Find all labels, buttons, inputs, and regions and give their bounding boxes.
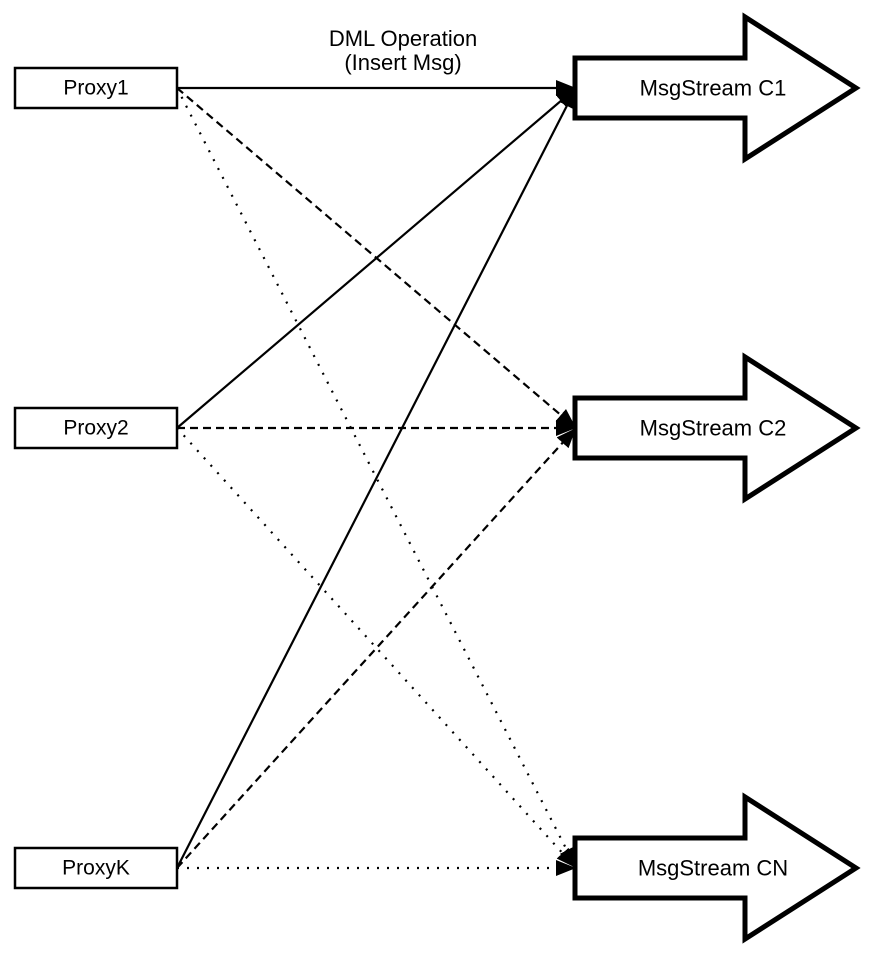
proxyk-label: ProxyK: [62, 857, 130, 880]
annotation-line1: DML Operation: [329, 26, 477, 51]
msgstream-cn-shape: [572, 792, 861, 944]
proxy1-label: Proxy1: [63, 77, 128, 100]
proxy-node-1: Proxy1: [13, 66, 179, 110]
connections-dashed-to-c2: [176, 87, 577, 869]
msgstream-c1-shape: [572, 12, 861, 164]
proxy-node-k: ProxyK: [13, 846, 179, 890]
connection-line-proxyk-c1: [176, 87, 577, 869]
stream-arrow-c1: MsgStream C1: [572, 12, 861, 164]
connections-dotted-to-cn: [176, 87, 577, 876]
connection-line-proxy2-cn: [176, 427, 577, 869]
proxy2-label: Proxy2: [63, 417, 128, 440]
proxyk-box: [13, 846, 179, 890]
connection-line-proxy1-cn: [176, 87, 577, 869]
proxy1-box: [13, 66, 179, 110]
stream-arrow-cn: MsgStream CN: [572, 792, 861, 944]
msgstream-c2-label: MsgStream C2: [640, 416, 787, 441]
proxy-node-2: Proxy2: [13, 406, 179, 450]
connection-line-proxyk-c2: [176, 427, 577, 869]
annotation: DML Operation (Insert Msg): [329, 26, 477, 75]
msgstream-c2-shape: [572, 352, 861, 504]
stream-arrow-c2: MsgStream C2: [572, 352, 861, 504]
connection-line-proxy1-c2: [176, 87, 577, 429]
msgstream-c1-label: MsgStream C1: [640, 76, 787, 101]
annotation-line2: (Insert Msg): [344, 50, 461, 75]
msgstream-cn-label: MsgStream CN: [638, 856, 788, 881]
proxy2-box: [13, 406, 179, 450]
